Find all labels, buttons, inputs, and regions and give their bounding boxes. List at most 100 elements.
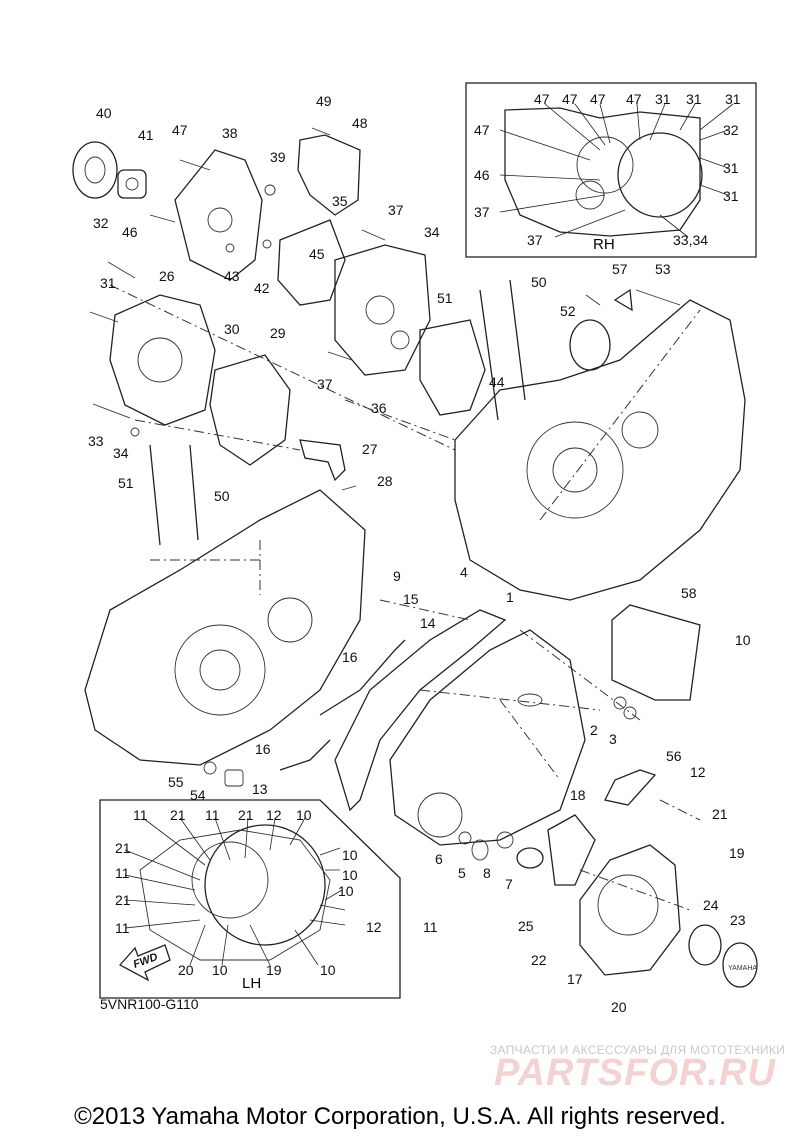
lh-callout-10e: 10: [212, 962, 228, 978]
lh-callout-21a: 21: [170, 807, 186, 823]
crankcase-rh: [454, 279, 746, 601]
callout-39: 38: [222, 125, 238, 141]
rh-inset-label: RH: [593, 236, 615, 253]
callout-51b: 50: [214, 488, 230, 504]
lh-callout-21b: 21: [238, 807, 254, 823]
callout-43: 42: [254, 280, 270, 296]
callout-58: 57: [612, 261, 628, 277]
lh-callout-10d: 10: [338, 883, 354, 899]
callout-2: 2: [590, 722, 598, 738]
rh-callout-31b: 31: [686, 91, 702, 107]
callout-4: 4: [460, 564, 468, 580]
callout-53: 52: [560, 303, 576, 319]
callout-9: 9: [393, 568, 401, 584]
callout-46: 45: [309, 246, 325, 262]
callout-52b: 51: [118, 475, 134, 491]
callout-3: 3: [609, 731, 617, 747]
callout-25: 25: [518, 918, 534, 934]
callout-30: 30: [224, 321, 240, 337]
rh-callout-48d: 47: [626, 91, 642, 107]
callout-24: 24: [703, 897, 719, 913]
callout-18: 18: [570, 787, 586, 803]
callout-19a: 19: [729, 845, 745, 861]
rh-callout-48b: 47: [562, 91, 578, 107]
callout-38: 37: [388, 202, 404, 218]
lh-callout-10f: 10: [320, 962, 336, 978]
rh-callout-48c: 47: [590, 91, 606, 107]
rh-callout-31c: 31: [725, 91, 741, 107]
callout-17: 17: [567, 971, 583, 987]
lh-callout-21c: 21: [115, 840, 131, 856]
callout-56: 55: [168, 774, 184, 790]
alignment-lines: [109, 284, 701, 911]
lh-callout-19: 19: [266, 962, 282, 978]
rh-callout-47: 46: [474, 167, 490, 183]
callout-31a: 31: [100, 275, 116, 291]
callout-12a: 12: [690, 764, 706, 780]
rh-callout-31a: 31: [655, 91, 671, 107]
callout-16b: 16: [255, 741, 271, 757]
callout-38b: 37: [317, 376, 333, 392]
lh-callout-11a: 11: [133, 807, 148, 823]
crankcase-lh: [84, 444, 366, 766]
callout-5: 5: [458, 865, 466, 881]
rh-callout-48e: 47: [474, 122, 490, 138]
lh-callout-11b: 11: [205, 807, 220, 823]
callout-27: 27: [362, 441, 378, 457]
lh-callout-11d: 11: [115, 920, 130, 936]
callout-15: 15: [403, 591, 419, 607]
callout-labels: 40 41 47 38 49 48 39 46 35 37 34 32 43 4…: [88, 91, 751, 1015]
callout-47: 46: [122, 224, 138, 240]
callout-8: 8: [483, 865, 491, 881]
callout-42: 41: [138, 127, 154, 143]
callout-7: 7: [505, 876, 513, 892]
watermark-logo: PARTSFOR.RU: [494, 1052, 776, 1094]
callout-34: 34: [113, 445, 129, 461]
callout-35: 34: [424, 224, 440, 240]
callout-10a: 10: [735, 632, 751, 648]
rh-callout-33-34: 33,34: [673, 232, 708, 248]
rh-callout-48a: 47: [534, 91, 550, 107]
callout-48: 47: [172, 122, 188, 138]
callout-1: 1: [506, 589, 514, 605]
lh-inset-label: LH: [242, 975, 262, 992]
callout-32: 32: [93, 215, 109, 231]
callout-20a: 20: [611, 999, 627, 1015]
callout-51a: 50: [531, 274, 547, 290]
callout-40: 39: [270, 149, 286, 165]
callout-11a: 11: [423, 919, 438, 935]
lh-callout-20: 20: [178, 962, 194, 978]
callout-6: 6: [435, 851, 443, 867]
upper-left-parts: [72, 127, 681, 491]
rh-callout-32: 32: [723, 122, 739, 138]
lh-callout-10b: 10: [342, 847, 358, 863]
callout-37: 36: [371, 400, 387, 416]
callout-59: 58: [681, 585, 697, 601]
callout-16a: 16: [342, 649, 358, 665]
callout-14: 14: [420, 615, 436, 631]
callout-50: 49: [316, 93, 332, 109]
rh-callout-31d: 31: [723, 160, 739, 176]
rh-callout-31e: 31: [723, 188, 739, 204]
lh-callout-12a: 12: [266, 807, 282, 823]
lh-callout-11c: 11: [115, 865, 130, 881]
callout-36: 35: [332, 193, 348, 209]
callout-52a: 51: [437, 290, 453, 306]
callout-13: 13: [252, 781, 268, 797]
callout-44: 43: [224, 268, 240, 284]
callout-45: 44: [489, 374, 505, 390]
crankcase-cover: YAMAHA: [203, 604, 758, 988]
callout-33: 33: [88, 433, 104, 449]
rh-inset: [465, 82, 757, 258]
callout-54: 53: [655, 261, 671, 277]
callout-22: 22: [531, 952, 547, 968]
callout-41: 40: [96, 105, 112, 121]
copyright-notice: ©2013 Yamaha Motor Corporation, U.S.A. A…: [74, 1103, 726, 1130]
callout-23: 23: [730, 912, 746, 928]
fwd-label: FWD: [132, 951, 160, 971]
lh-callout-10a: 10: [296, 807, 312, 823]
rh-callout-38b: 37: [527, 232, 543, 248]
callout-49: 48: [352, 115, 368, 131]
lh-callout-12b: 12: [366, 919, 382, 935]
rh-callout-38a: 37: [474, 204, 490, 220]
